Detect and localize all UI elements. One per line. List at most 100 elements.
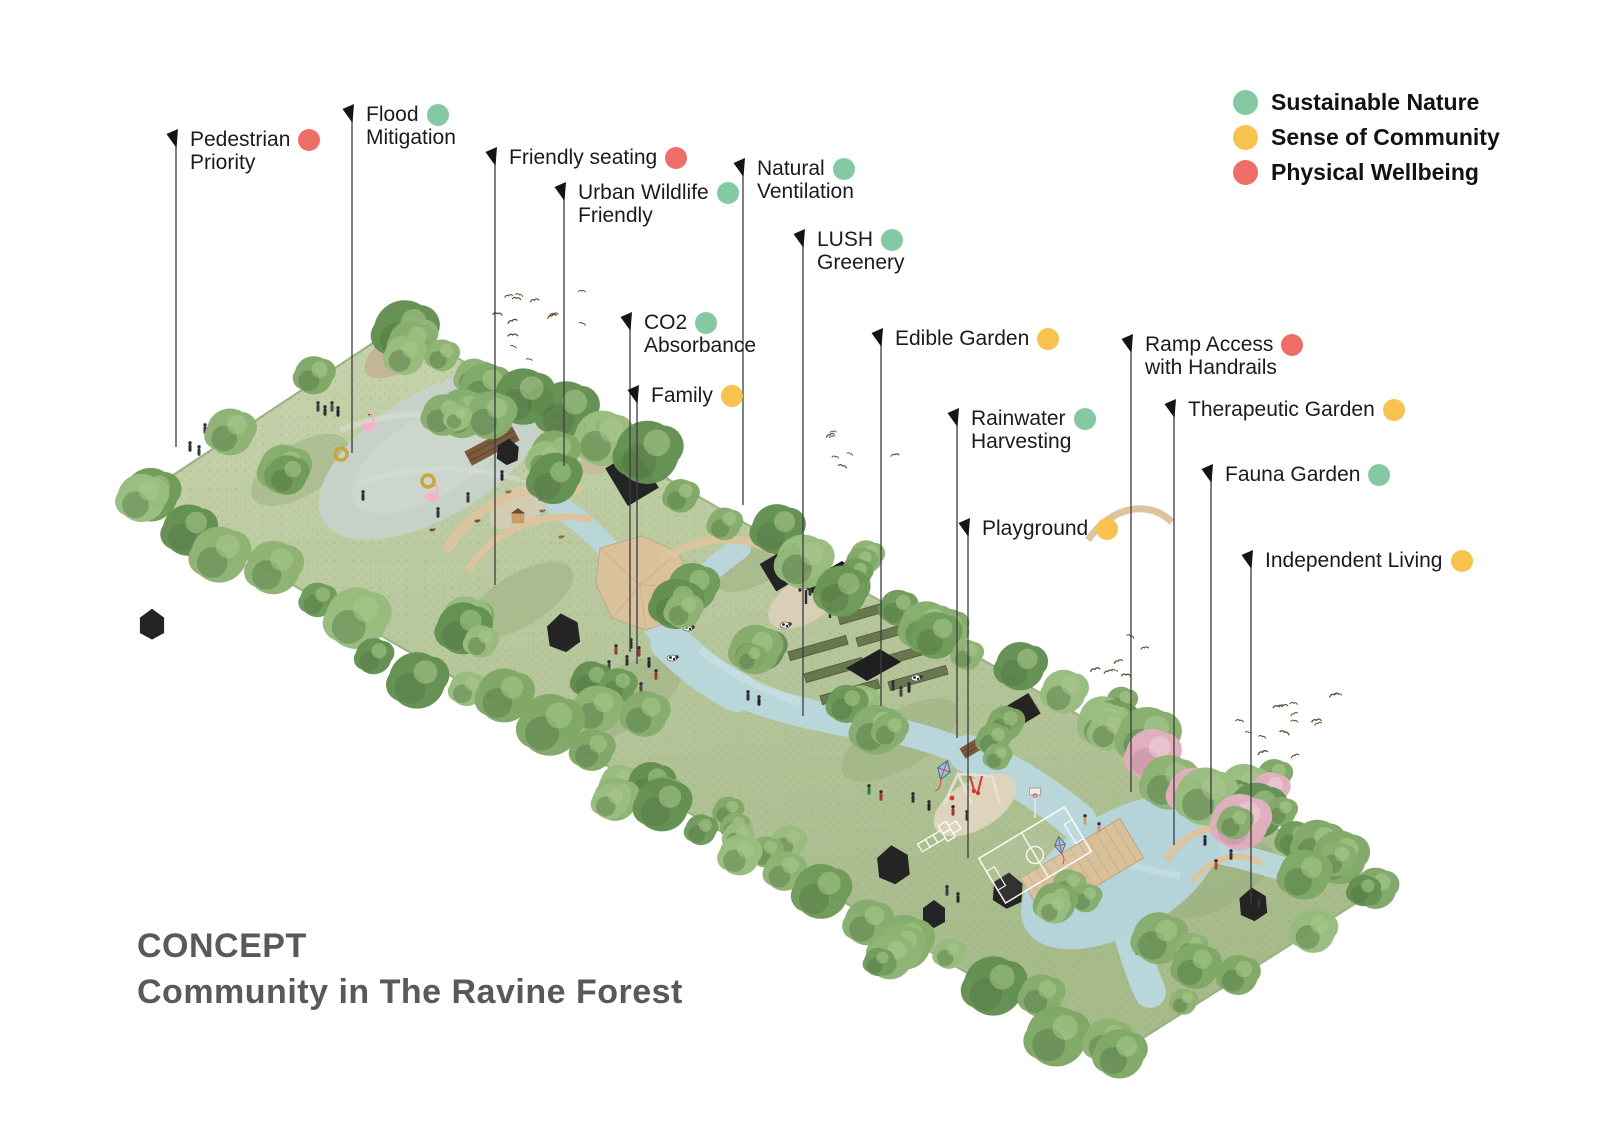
legend-dot-community: [1233, 125, 1258, 150]
swim-ring: [420, 473, 436, 489]
hopscotch: [916, 820, 962, 853]
trees: [115, 300, 1400, 1079]
category-dot-wellbeing: [1281, 333, 1304, 356]
callout-edible-garden: Edible Garden: [895, 327, 1060, 350]
legend: Sustainable Nature Sense of Community Ph…: [1233, 89, 1500, 194]
callout-line: Pedestrian: [190, 128, 321, 151]
callout-therapeutic-garden: Therapeutic Garden: [1188, 398, 1405, 421]
callout-line: LUSH: [817, 228, 905, 251]
flag-icon: [958, 518, 970, 537]
category-dot-wellbeing: [665, 146, 688, 169]
callout-fauna-garden: Fauna Garden: [1225, 463, 1391, 486]
callout-label: Family: [651, 384, 713, 407]
category-dot-nature: [716, 181, 739, 204]
garden-pavilion: [846, 649, 901, 681]
callout-line: Family: [651, 384, 743, 407]
category-dot-nature: [1073, 407, 1096, 430]
callout-label: Independent Living: [1265, 549, 1443, 572]
callout-playground: Playground: [982, 517, 1119, 540]
callout-label: Ventilation: [757, 180, 854, 203]
callout-line: Independent Living: [1265, 549, 1473, 572]
callout-line: Greenery: [817, 251, 905, 274]
callout-label: with Handrails: [1145, 356, 1277, 379]
ball-court: [977, 805, 1093, 905]
category-dot-nature: [881, 228, 904, 251]
playground: [916, 759, 1093, 905]
callout-line: Friendly seating: [509, 146, 688, 169]
callout-line: CO2: [644, 311, 756, 334]
flag-icon: [620, 312, 632, 331]
callout-label: Flood: [366, 103, 419, 126]
callout-line: Friendly: [578, 204, 739, 227]
flag-icon: [342, 104, 354, 123]
legend-label: Sustainable Nature: [1271, 89, 1480, 115]
legend-item-sustainable-nature: Sustainable Nature: [1233, 89, 1500, 116]
callout-line: Ventilation: [757, 180, 855, 203]
callout-label: Harvesting: [971, 430, 1072, 453]
callout-label: Urban Wildlife: [578, 181, 709, 204]
callout-line: Absorbance: [644, 334, 756, 357]
category-dot-community: [1382, 398, 1405, 421]
park-ground: [115, 289, 1400, 1079]
swim-ring: [333, 446, 349, 462]
flag-icon: [166, 129, 178, 148]
callout-line: Ramp Access: [1145, 333, 1304, 356]
category-dot-community: [1096, 517, 1119, 540]
basketball-hoop: [1029, 787, 1041, 818]
flag-icon: [1201, 464, 1213, 483]
flag-icon: [793, 229, 805, 248]
dog-house: [510, 508, 526, 524]
callout-line: Edible Garden: [895, 327, 1060, 350]
legend-label: Sense of Community: [1271, 124, 1500, 150]
flag-icon: [733, 158, 745, 177]
flamingo-float: [361, 413, 375, 432]
legend-label: Physical Wellbeing: [1271, 159, 1479, 185]
callout-line: Flood: [366, 103, 456, 126]
swing-set: [942, 770, 1002, 805]
callout-line: Urban Wildlife: [578, 181, 739, 204]
legend-item-physical-wellbeing: Physical Wellbeing: [1233, 159, 1500, 186]
flag-icon: [1241, 550, 1253, 569]
category-dot-nature: [426, 103, 449, 126]
callout-label: Absorbance: [644, 334, 757, 357]
flamingo-float: [425, 483, 439, 502]
callout-label: Rainwater: [971, 407, 1066, 430]
kite: [934, 759, 951, 792]
callout-line: Harvesting: [971, 430, 1096, 453]
category-dot-nature: [832, 157, 855, 180]
callout-label: Playground: [982, 517, 1089, 540]
concept-heading: CONCEPT: [137, 927, 307, 965]
category-dot-community: [1037, 327, 1060, 350]
flag-icon: [1164, 399, 1176, 418]
title-block: CONCEPT Community in The Ravine Forest: [137, 923, 683, 1015]
concept-subtitle: Community in The Ravine Forest: [137, 973, 683, 1011]
flag-icon: [1121, 334, 1133, 353]
category-dot-wellbeing: [298, 128, 321, 151]
flag-icon: [554, 182, 566, 201]
callout-label: Therapeutic Garden: [1188, 398, 1375, 421]
category-dot-nature: [695, 311, 718, 334]
callout-label: Friendly: [578, 204, 653, 227]
callout-line: Playground: [982, 517, 1119, 540]
callout-label: LUSH: [817, 228, 874, 251]
callout-line: Natural: [757, 157, 855, 180]
callout-friendly-seating: Friendly seating: [509, 146, 688, 169]
callout-leader-lines: [166, 104, 1253, 903]
kite: [1054, 835, 1066, 865]
callout-label: Ramp Access: [1145, 333, 1274, 356]
flag-icon: [871, 328, 883, 347]
callout-line: Priority: [190, 151, 320, 174]
callout-label: Edible Garden: [895, 327, 1030, 350]
callout-label: Priority: [190, 151, 256, 174]
flag-icon: [485, 147, 497, 166]
legend-dot-wellbeing: [1233, 160, 1258, 185]
